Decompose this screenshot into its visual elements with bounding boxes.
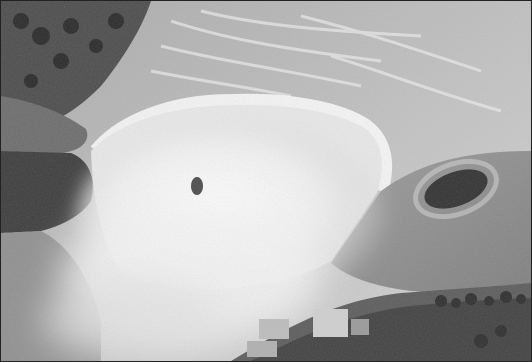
waterfall-photo-drawing: [1, 1, 531, 361]
waterfall-photo: [0, 0, 532, 362]
film-grain: [1, 1, 531, 361]
